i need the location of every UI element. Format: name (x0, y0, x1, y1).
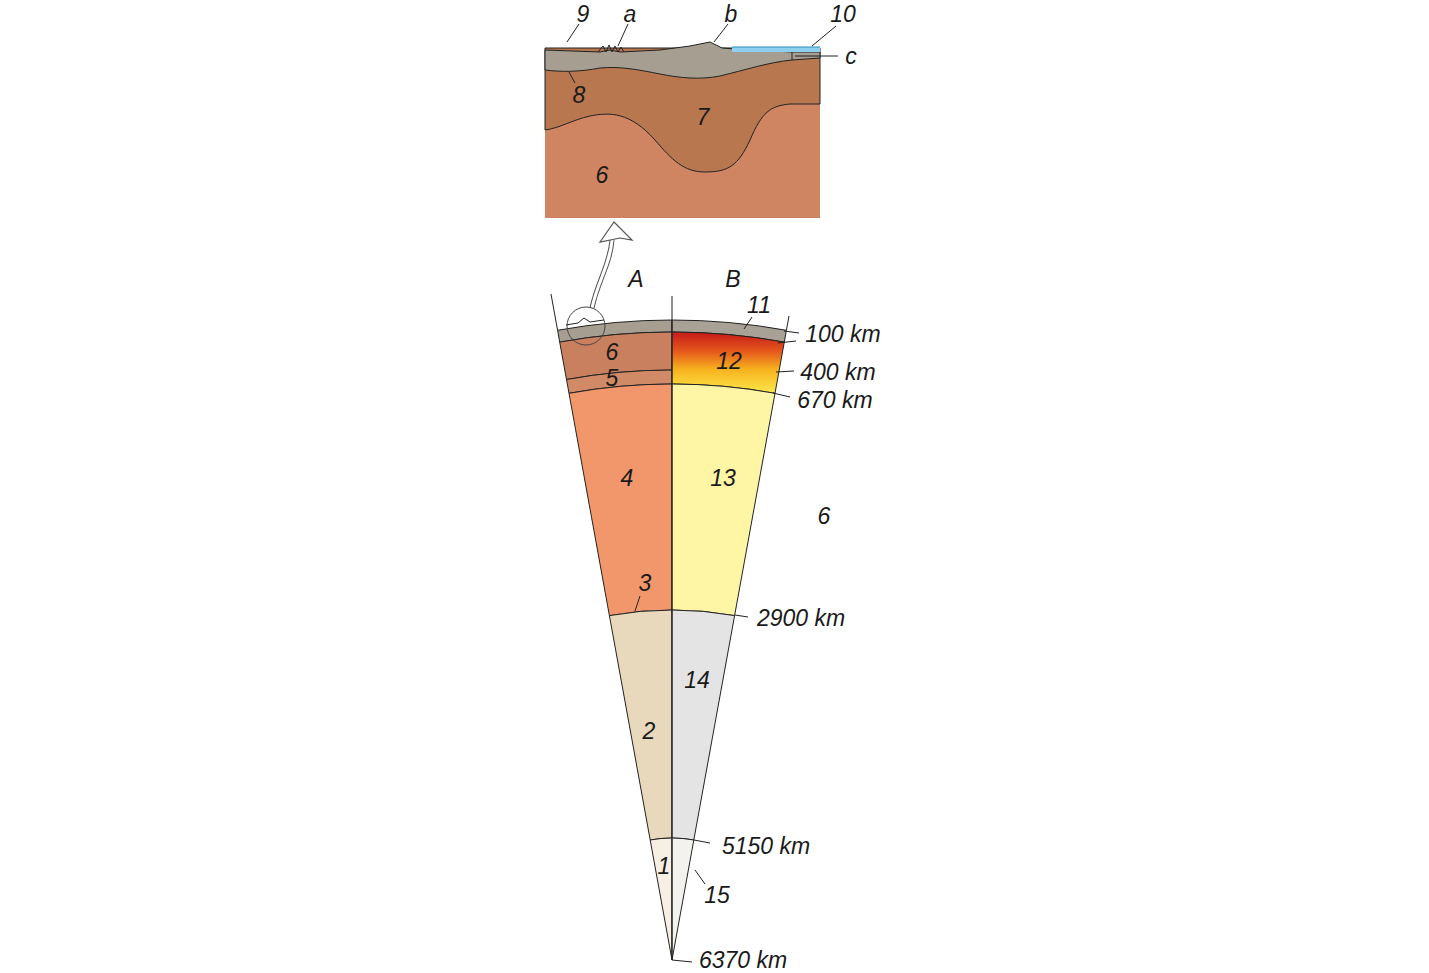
callout-number: 6 (596, 164, 609, 187)
callout-letter: 9 (577, 2, 590, 25)
callout-number: 15 (704, 884, 730, 907)
ocean-water (732, 47, 820, 52)
callout-number: 8 (573, 84, 586, 107)
depth-label: 5150 km (722, 835, 810, 858)
depth-label: 6370 km (699, 948, 787, 971)
surface-bump (566, 318, 604, 325)
depth-label: 2900 km (757, 607, 845, 630)
oceanic-crust-edge (792, 52, 793, 60)
wedge-right (672, 320, 786, 960)
callout-letter: b (725, 2, 738, 25)
wedge-edge-extension (786, 316, 789, 330)
zoom-circle (567, 307, 605, 345)
depth-label: 670 km (797, 389, 872, 412)
callout-number: 6 (606, 341, 619, 364)
sea-surface (732, 47, 820, 48)
depth-label: 100 km (805, 323, 880, 346)
divider-line (672, 296, 673, 960)
callout-number: 1 (658, 855, 671, 878)
volcanic-feature (598, 45, 624, 52)
leader-lines (567, 24, 838, 83)
callout-letter: c (845, 45, 857, 68)
column-letter: B (725, 268, 740, 291)
callout-number: 4 (621, 467, 634, 490)
column-letter: A (628, 268, 643, 291)
callout-number: 7 (697, 106, 710, 129)
callout-number: 6 (818, 505, 831, 528)
zoom-arrow-fill (592, 240, 612, 308)
wedge-edge-extension (551, 294, 558, 330)
callout-number: 5 (606, 367, 619, 390)
callout-number: 14 (684, 669, 710, 692)
wedge-left (558, 320, 672, 960)
callout-number: 3 (639, 572, 652, 595)
depth-label: 400 km (800, 361, 875, 384)
callout-number: 2 (643, 720, 656, 743)
inset-section (545, 24, 838, 218)
callout-letter: a (624, 2, 637, 25)
callout-number: 12 (716, 350, 742, 373)
zoom-arrow-head (600, 222, 632, 242)
crust-fill (545, 42, 820, 78)
zoom-arrow-outline (592, 240, 612, 308)
depth-leaders (635, 317, 799, 962)
callout-number: 10 (830, 2, 856, 25)
callout-number: 13 (710, 467, 736, 490)
callout-number: 11 (747, 294, 771, 317)
